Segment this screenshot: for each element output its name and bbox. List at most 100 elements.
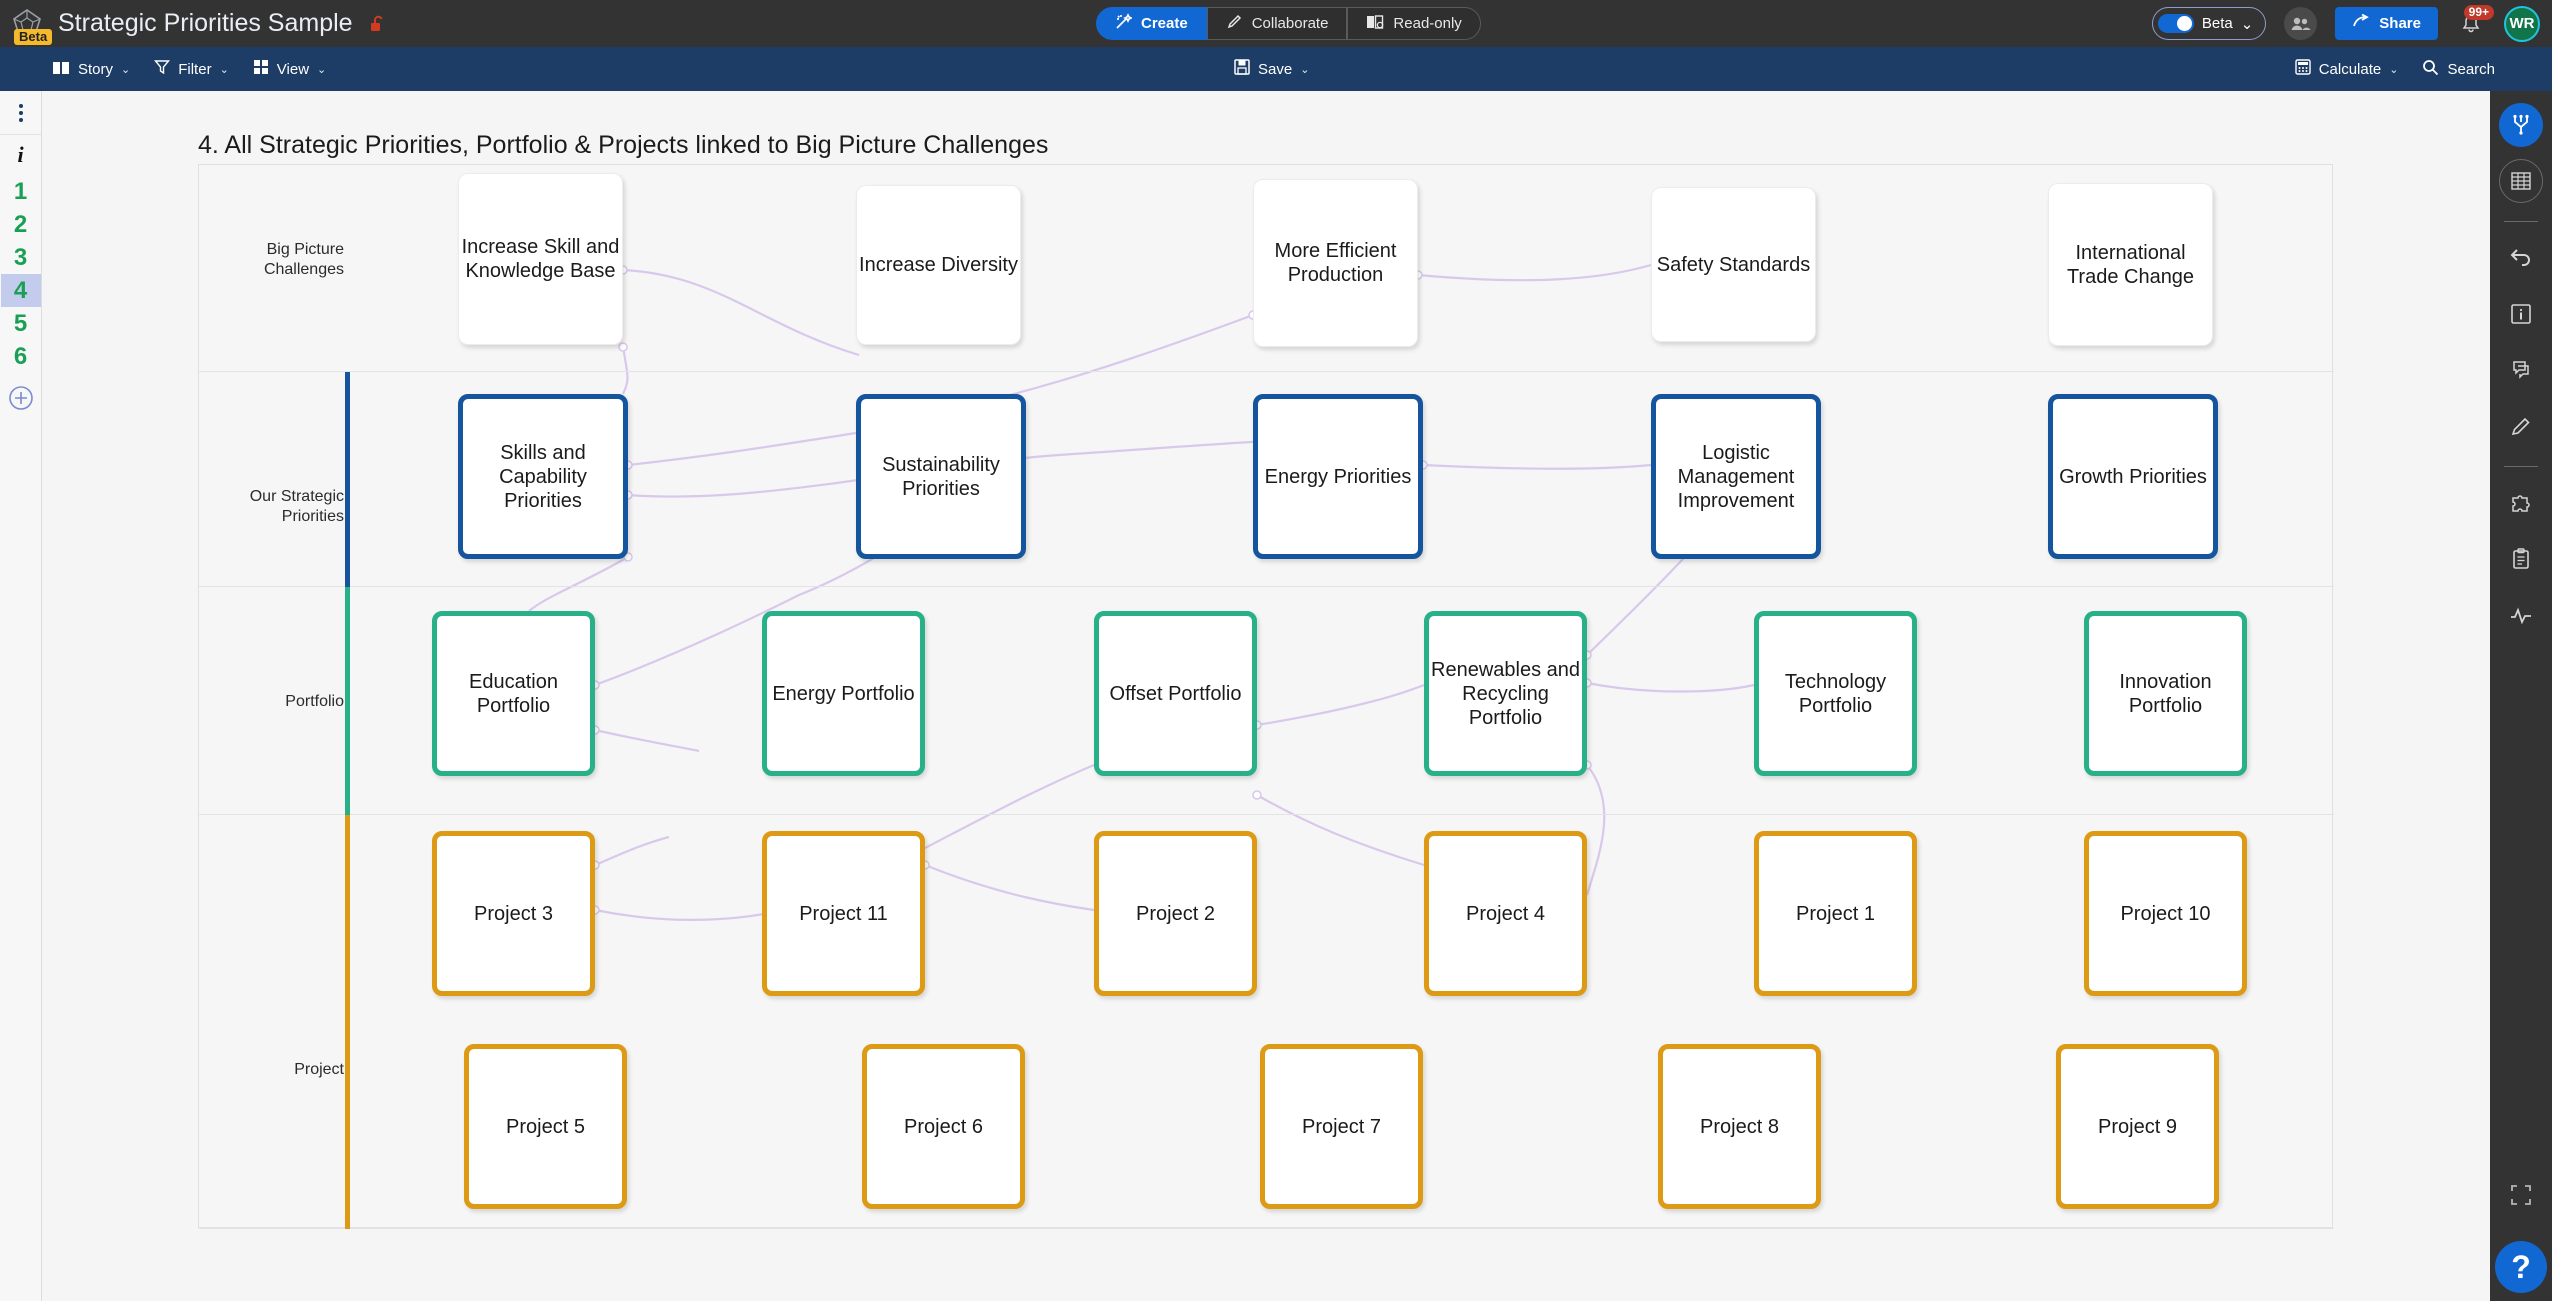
- toolbar-center-group: Save ⌄: [1222, 47, 1321, 91]
- diagram-node[interactable]: International Trade Change: [2048, 183, 2213, 346]
- toolbar-calculate-button[interactable]: Calculate ⌄: [2283, 47, 2411, 91]
- diagram-node[interactable]: Safety Standards: [1651, 187, 1816, 342]
- swimlane-color-bar: [345, 815, 350, 1229]
- swimlane-row: [199, 165, 2334, 372]
- activity-pulse-icon[interactable]: [2499, 593, 2543, 637]
- chevron-down-icon: ⌄: [1300, 63, 1310, 76]
- diagram-node-label: Energy Priorities: [1264, 465, 1412, 488]
- mode-readonly-button[interactable]: Read-only: [1347, 7, 1481, 40]
- right-rail-bottom: ?: [2495, 1173, 2547, 1293]
- swimlane-label: Project: [294, 1061, 344, 1078]
- beta-badge: Beta: [14, 28, 53, 45]
- toolbar-search-button[interactable]: Search: [2410, 47, 2507, 91]
- toolbar-view-button[interactable]: View ⌄: [241, 47, 338, 91]
- diagram-node-label: Sustainability Priorities: [882, 453, 1000, 500]
- page-number-5[interactable]: 5: [13, 309, 28, 337]
- toolbar-save-button[interactable]: Save ⌄: [1222, 47, 1321, 91]
- diagram-node[interactable]: Renewables and Recycling Portfolio: [1424, 611, 1587, 776]
- diagram-node[interactable]: Increase Skill and Knowledge Base: [458, 173, 623, 345]
- pentagon-network-logo-icon[interactable]: Beta: [10, 7, 53, 45]
- beta-toggle[interactable]: Beta ⌄: [2151, 7, 2267, 40]
- diagram-node[interactable]: Project 2: [1094, 831, 1257, 996]
- book-icon: [52, 60, 70, 79]
- diagram-node-label: Technology Portfolio: [1784, 670, 1887, 717]
- page-number-1[interactable]: 1: [13, 177, 28, 205]
- diagram-node[interactable]: Innovation Portfolio: [2084, 611, 2247, 776]
- clipboard-icon[interactable]: [2499, 537, 2543, 581]
- chevron-down-icon: ⌄: [2389, 63, 2399, 76]
- diagram-node-label: Project 9: [2098, 1115, 2177, 1138]
- diagram-node[interactable]: Project 5: [464, 1044, 627, 1209]
- diagram-node-label: More Efficient Production: [1274, 240, 1397, 286]
- diagram-node[interactable]: Energy Priorities: [1253, 394, 1423, 559]
- diagram-node[interactable]: Project 7: [1260, 1044, 1423, 1209]
- diagram-node[interactable]: Project 4: [1424, 831, 1587, 996]
- diagram-node-label: Innovation Portfolio: [2119, 670, 2212, 717]
- diagram-node-label: Project 5: [506, 1115, 585, 1138]
- diagram-node[interactable]: Technology Portfolio: [1754, 611, 1917, 776]
- page-number-3[interactable]: 3: [13, 243, 28, 271]
- diagram-node[interactable]: Project 3: [432, 831, 595, 996]
- diagram-node[interactable]: Energy Portfolio: [762, 611, 925, 776]
- diagram-node[interactable]: Project 11: [762, 831, 925, 996]
- diagram-node-label: Renewables and Recycling Portfolio: [1431, 658, 1580, 729]
- magic-wand-icon: [1115, 13, 1133, 34]
- page-number-6[interactable]: 6: [13, 342, 28, 370]
- diagram-node[interactable]: Increase Diversity: [856, 185, 1021, 345]
- information-italic-icon[interactable]: i: [17, 142, 24, 167]
- unlocked-padlock-icon[interactable]: [369, 14, 387, 34]
- undo-arrow-icon[interactable]: [2499, 236, 2543, 280]
- diagram-node[interactable]: Growth Priorities: [2048, 394, 2218, 559]
- swimlane-label: Big Picture Challenges: [263, 241, 344, 278]
- diagram-node-label: Project 10: [2120, 902, 2211, 925]
- diagram-canvas[interactable]: 4. All Strategic Priorities, Portfolio &…: [42, 91, 2490, 1301]
- mode-collaborate-button[interactable]: Collaborate: [1206, 7, 1348, 40]
- puzzle-piece-icon[interactable]: [2499, 481, 2543, 525]
- diagram-node[interactable]: Logistic Management Improvement: [1651, 394, 1821, 559]
- diagram-node[interactable]: Project 6: [862, 1044, 1025, 1209]
- diagram-node-label: Logistic Management Improvement: [1677, 441, 1795, 512]
- top-bar-actions: Beta ⌄ Share 99+ WR: [2151, 5, 2540, 42]
- help-button[interactable]: ?: [2495, 1241, 2547, 1293]
- diagram-node-label: Energy Portfolio: [772, 682, 915, 705]
- diagram-node-label: Project 6: [904, 1115, 983, 1138]
- notification-badge: 99+: [2463, 5, 2494, 20]
- avatar[interactable]: WR: [2504, 5, 2540, 42]
- diagram-node[interactable]: Project 10: [2084, 831, 2247, 996]
- share-label: Share: [2379, 15, 2421, 32]
- table-grid-icon[interactable]: [2499, 159, 2543, 203]
- swimlane-label: Our Strategic Priorities: [249, 488, 344, 525]
- beta-switch[interactable]: [2157, 14, 2194, 33]
- mode-create-button[interactable]: Create: [1096, 7, 1207, 40]
- diagram-node[interactable]: Education Portfolio: [432, 611, 595, 776]
- pencil-edit-icon[interactable]: [2499, 404, 2543, 448]
- comments-icon[interactable]: [2499, 348, 2543, 392]
- page-number-4[interactable]: 4: [0, 274, 41, 307]
- toolbar-filter-button[interactable]: Filter ⌄: [142, 47, 241, 91]
- share-button[interactable]: Share: [2335, 7, 2438, 40]
- diagram-node-label: Project 1: [1796, 902, 1875, 925]
- people-group-icon[interactable]: [2284, 7, 2318, 40]
- vertical-dots-icon[interactable]: [0, 91, 41, 135]
- toolbar-story-button[interactable]: Story ⌄: [40, 47, 142, 91]
- toolbar-filter-label: Filter: [178, 60, 212, 78]
- page-number-2[interactable]: 2: [13, 210, 28, 238]
- add-circle-icon[interactable]: [8, 385, 34, 416]
- diagram-node[interactable]: Project 1: [1754, 831, 1917, 996]
- fullscreen-expand-icon[interactable]: [2499, 1173, 2543, 1217]
- diagram-node[interactable]: Project 8: [1658, 1044, 1821, 1209]
- diagram-node[interactable]: Project 9: [2056, 1044, 2219, 1209]
- diagram-node[interactable]: Skills and Capability Priorities: [458, 394, 628, 559]
- network-diagram-icon[interactable]: [2499, 103, 2543, 147]
- diagram-node[interactable]: More Efficient Production: [1253, 179, 1418, 347]
- notification-bell-icon[interactable]: 99+: [2456, 5, 2494, 40]
- diagram-node[interactable]: Sustainability Priorities: [856, 394, 1026, 559]
- diagram-node-label: International Trade Change: [2066, 241, 2195, 288]
- info-box-icon[interactable]: [2499, 292, 2543, 336]
- diagram-node[interactable]: Offset Portfolio: [1094, 611, 1257, 776]
- document-title[interactable]: Strategic Priorities Sample: [58, 9, 353, 37]
- share-arrow-icon: [2352, 13, 2370, 34]
